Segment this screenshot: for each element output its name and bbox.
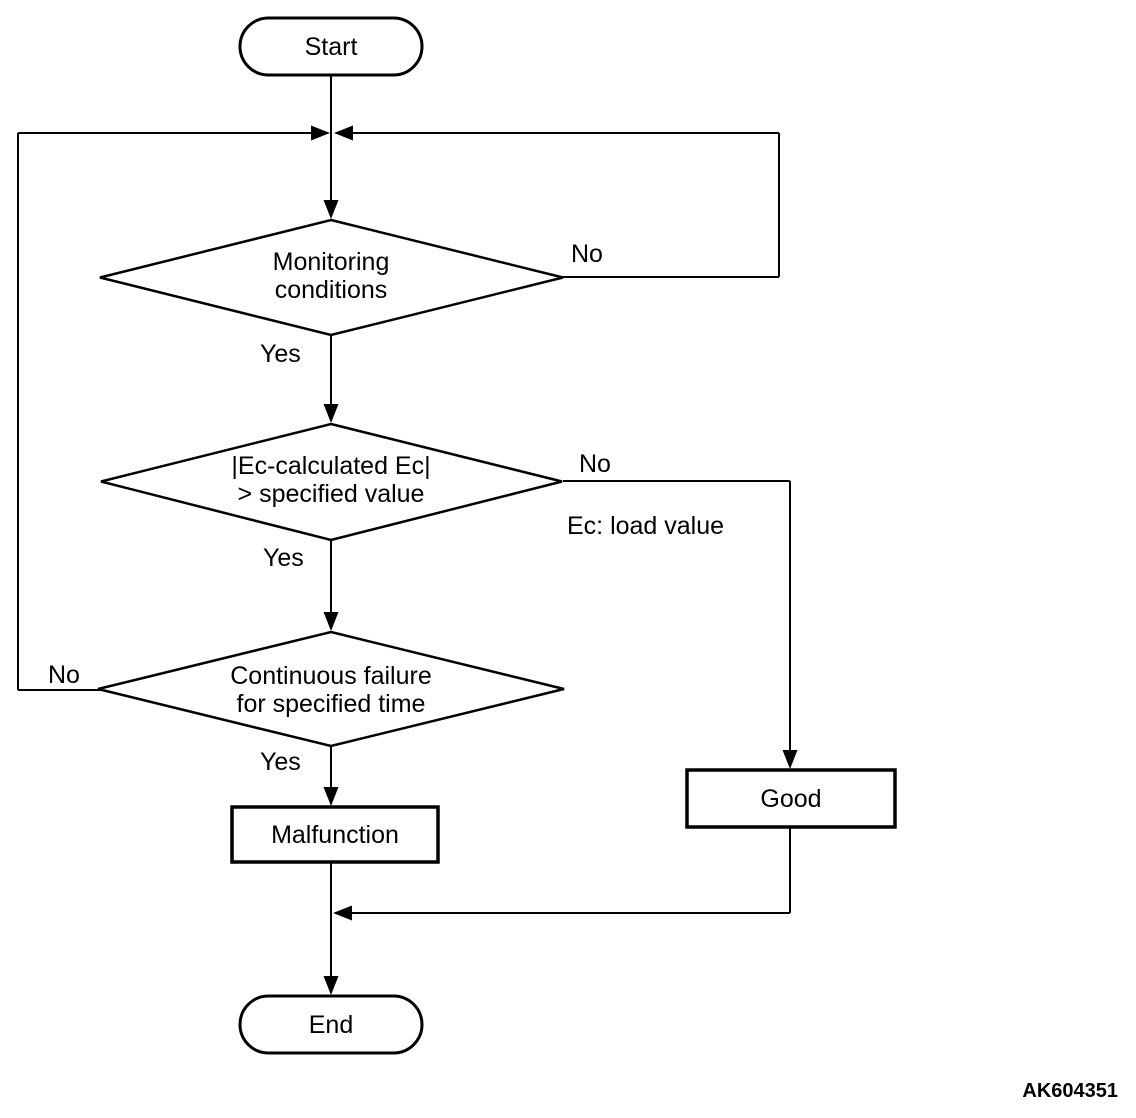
good-process-shape [685, 768, 897, 829]
ec-no-label: No [579, 450, 611, 478]
malfunction-node-label: Malfunction [271, 820, 399, 849]
arrowhead-into-continuous [323, 612, 339, 631]
arrowhead-right-loop-merge [334, 125, 353, 141]
ec-note-label: Ec: load value [567, 512, 725, 540]
end-terminator-shape [238, 994, 424, 1055]
arrowhead-into-ec [323, 404, 339, 423]
arrowhead-into-monitoring [323, 200, 339, 219]
continuous-no-label: No [48, 661, 80, 689]
arrowhead-good-merge [333, 905, 352, 921]
continuous-decision-label: Continuous failure for specified time [230, 662, 432, 718]
start-node-label: Start [304, 32, 358, 61]
arrowhead-into-good [782, 750, 798, 769]
start-terminator-shape [238, 16, 424, 77]
ec-yes-label: Yes [263, 544, 304, 572]
arrowhead-into-end [323, 976, 339, 995]
monitoring-yes-label: Yes [260, 340, 301, 368]
monitoring-decision-shape [99, 218, 564, 337]
arrowhead-into-malfunction [323, 787, 339, 806]
continuous-yes-label: Yes [260, 748, 301, 776]
good-node-label: Good [760, 784, 822, 813]
arrowhead-left-loop-merge [311, 125, 330, 141]
ec-decision-label: |Ec-calculated Ec| > specified value [231, 452, 431, 508]
monitoring-decision-label: Monitoring conditions [272, 248, 390, 304]
figure-code: AK604351 [1022, 1080, 1118, 1102]
ec-decision-shape [100, 422, 563, 542]
end-node-label: End [308, 1010, 354, 1039]
malfunction-process-shape [230, 805, 440, 864]
monitoring-no-label: No [571, 240, 603, 268]
continuous-decision-shape [97, 630, 565, 748]
